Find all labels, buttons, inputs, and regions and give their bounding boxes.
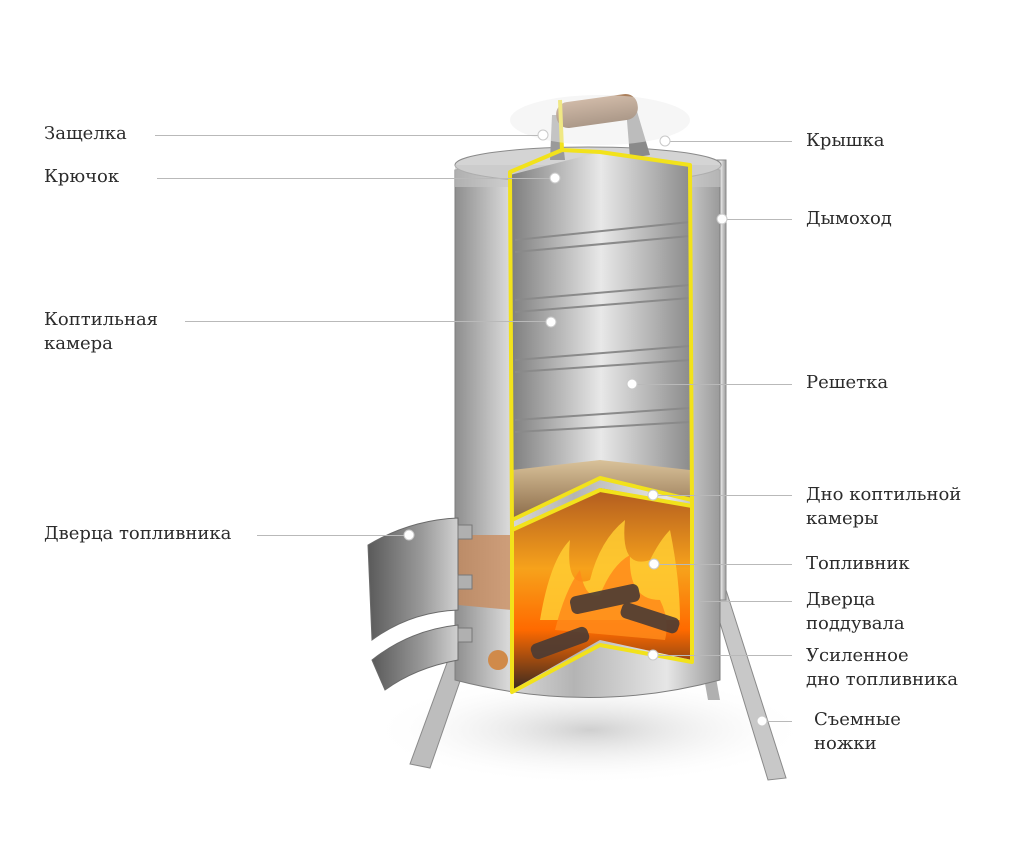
label-legs: Съемные ножки [814, 709, 901, 754]
leader-chimney [722, 219, 792, 220]
label-grate: Решетка [806, 372, 889, 393]
leader-latch [155, 135, 543, 136]
dot-firebox [648, 558, 660, 570]
label-latch: Защелка [44, 123, 127, 144]
leader-reinforced-bottom [653, 655, 792, 656]
leader-grate [632, 384, 792, 385]
label-firebox: Топливник [806, 553, 910, 574]
dot-smoking-chamber [545, 316, 557, 328]
leader-hook [157, 178, 555, 179]
label-firebox-door: Дверца топливника [44, 523, 232, 544]
leader-lid [665, 141, 792, 142]
label-chimney: Дымоход [806, 208, 892, 229]
dot-grate [626, 378, 638, 390]
label-lid: Крышка [806, 130, 885, 151]
label-ash-door: Дверца поддувала [806, 589, 905, 634]
dot-chamber-bottom [647, 489, 659, 501]
dot-hook [549, 172, 561, 184]
label-smoking-chamber: Коптильная камера [44, 309, 159, 354]
dot-chimney [716, 213, 728, 225]
label-reinforced-bottom: Усиленное дно топливника [806, 645, 958, 690]
leader-firebox [654, 564, 792, 565]
dot-reinforced-bottom [647, 649, 659, 661]
dot-latch [537, 129, 549, 141]
dot-firebox-door [403, 529, 415, 541]
leader-smoking-chamber [185, 321, 551, 322]
leader-chamber-bottom [653, 495, 792, 496]
label-chamber-bottom: Дно коптильной камеры [806, 484, 962, 529]
leader-firebox-door [257, 535, 409, 536]
dot-legs [756, 715, 768, 727]
dot-lid [659, 135, 671, 147]
leader-legs [762, 721, 792, 722]
label-hook: Крючок [44, 166, 120, 187]
leader-ash-door [700, 601, 792, 602]
